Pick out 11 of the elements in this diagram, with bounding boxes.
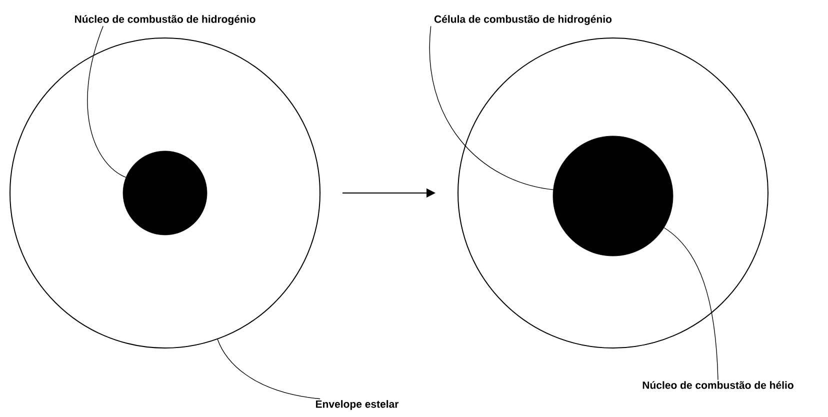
leader-line [87,26,126,178]
leader-line [664,227,718,380]
star-circle [10,38,320,348]
core-circle [122,150,208,236]
label-text: Célula de combustão de hidrogénio [434,15,612,25]
core-circle [552,136,674,256]
leader-line [217,338,320,400]
label-text: Envelope estelar [316,400,399,410]
label-text: Núcleo de combustão de hidrogénio [75,15,256,25]
leader-line [429,26,554,190]
label-text: Núcleo de combustão de hélio [642,381,794,389]
